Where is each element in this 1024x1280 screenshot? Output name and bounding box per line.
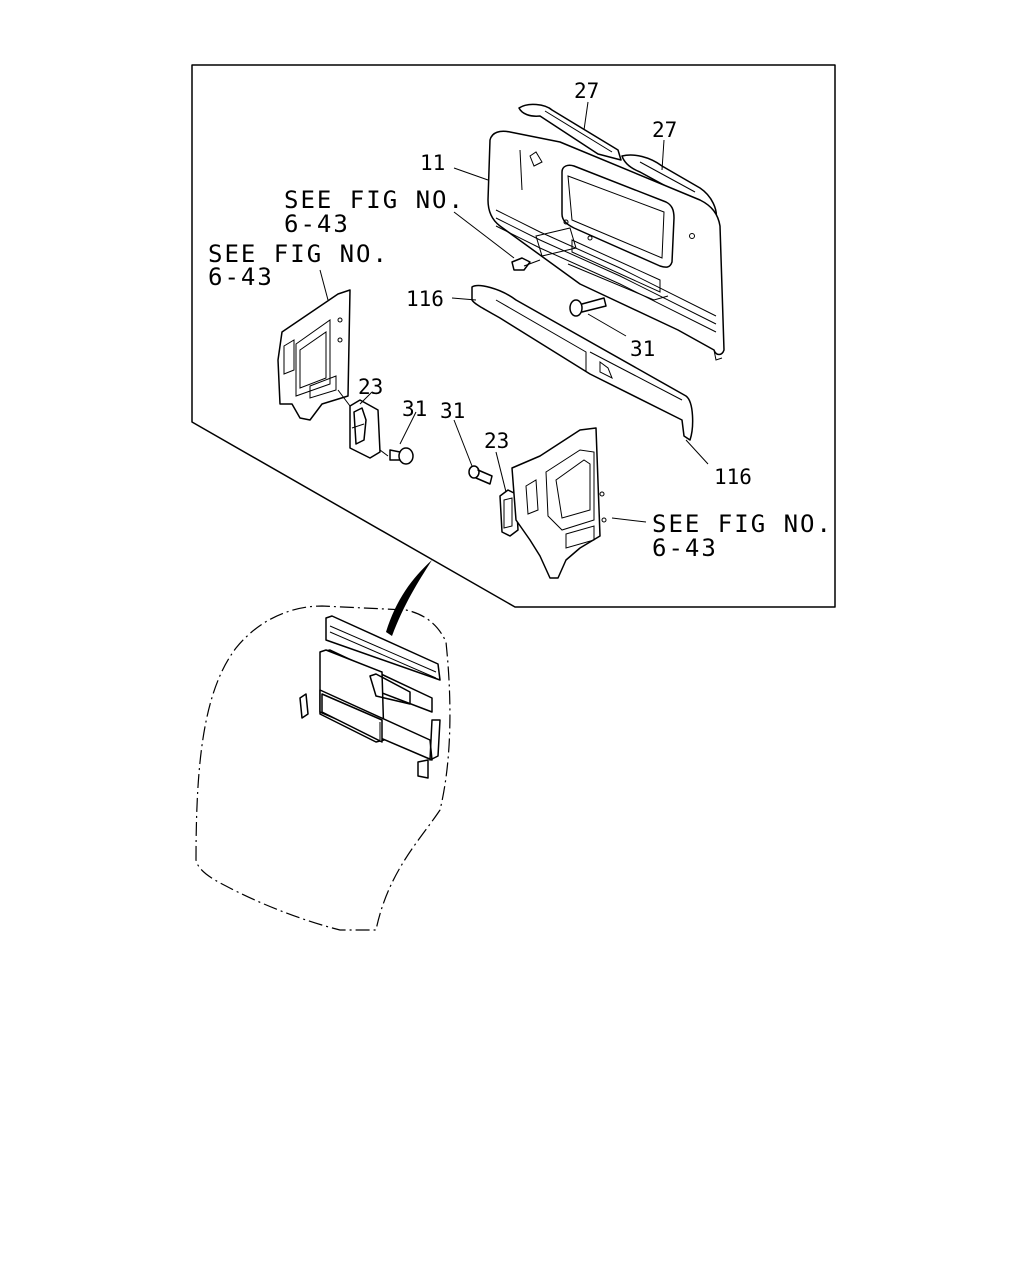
callout-27a: 27 [574, 79, 599, 103]
ref1-line1: SEE FIG NO. [284, 186, 465, 214]
detail-frame [191, 64, 836, 608]
part-23-bracket-left [337, 389, 381, 459]
ref2-line2: 6-43 [208, 263, 274, 291]
part-31-screw-left [379, 447, 414, 465]
callout-31a: 31 [630, 337, 655, 361]
part-11-panel [487, 130, 725, 361]
detail-pointer [386, 560, 432, 636]
callout-11: 11 [420, 151, 445, 175]
callout-23a: 23 [358, 375, 383, 399]
ref1-line2: 6-43 [284, 210, 350, 238]
part-23-bracket-right [499, 489, 519, 537]
right-side-panel [511, 427, 607, 579]
callout-116b: 116 [714, 465, 752, 489]
left-side-panel [277, 289, 351, 421]
callout-31b: 31 [402, 397, 427, 421]
callout-23b: 23 [484, 429, 509, 453]
ref2-line1: SEE FIG NO. [208, 240, 389, 268]
callout-31c: 31 [440, 399, 465, 423]
callout-116a: 116 [406, 287, 444, 311]
vehicle-overview [195, 605, 451, 931]
ref3-line2: 6-43 [652, 534, 718, 562]
ref3-line1: SEE FIG NO. [652, 510, 833, 538]
clip-fastener [511, 257, 541, 271]
part-116-strip [471, 284, 694, 441]
part-31-screw-right [468, 465, 493, 485]
leader-lines [319, 101, 709, 523]
part-31-screw-upper [569, 297, 607, 317]
callout-27b: 27 [652, 118, 677, 142]
